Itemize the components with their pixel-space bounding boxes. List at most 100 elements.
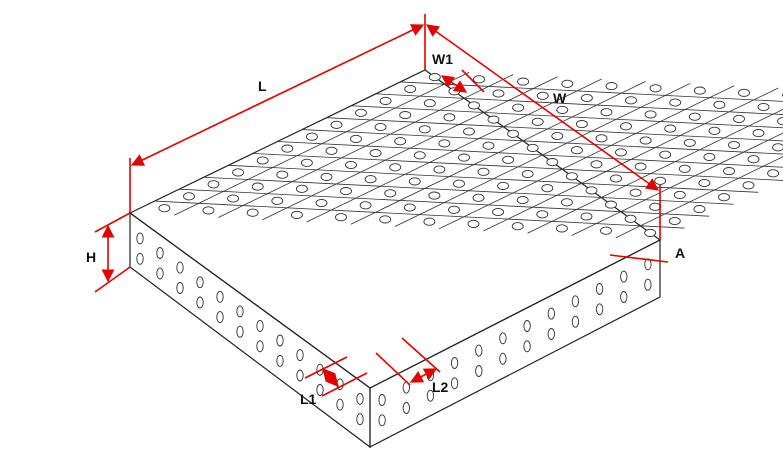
top-hole [536, 91, 549, 100]
side-hole [523, 320, 531, 332]
top-hole [659, 150, 672, 159]
side-hole [156, 247, 164, 259]
top-hole [468, 101, 480, 110]
top-hole [644, 110, 657, 119]
top-hole [477, 167, 490, 176]
extension-line-W1 [461, 69, 485, 93]
top-hole [413, 151, 426, 160]
top-hole [511, 222, 524, 231]
side-hole [595, 303, 604, 316]
top-hole [708, 126, 721, 135]
top-hole [555, 224, 568, 233]
grid-line [218, 74, 514, 218]
side-hole [499, 332, 507, 345]
top-hole [668, 216, 681, 226]
top-hole [713, 100, 726, 109]
side-hole [236, 305, 244, 318]
top-hole [733, 114, 745, 123]
top-hole [649, 202, 662, 211]
top-hole [369, 149, 382, 158]
top-hole [364, 175, 377, 184]
side-hole [276, 334, 284, 347]
top-hole [531, 117, 544, 126]
top-hole [639, 136, 652, 145]
side-hole [571, 295, 580, 308]
top-hole [345, 160, 357, 170]
top-hole [728, 140, 740, 150]
top-hole [624, 214, 637, 223]
top-hole [688, 112, 701, 121]
grid-line [394, 83, 691, 227]
top-hole [281, 144, 294, 153]
top-hole [595, 134, 608, 143]
top-hole [379, 96, 392, 105]
top-hole [408, 177, 421, 186]
top-hole [374, 122, 387, 132]
top-hole [305, 132, 318, 141]
dimension-line-L1 [322, 368, 339, 387]
top-hole [433, 165, 446, 174]
dimension-line-L [130, 24, 425, 166]
side-hole [426, 389, 435, 402]
top-hole [629, 188, 642, 197]
top-hole [251, 182, 264, 191]
top-hole [649, 84, 662, 93]
dimension-annotations: L W W1 H A L1 L2 [86, 14, 685, 407]
top-hole [742, 181, 755, 190]
top-hole [232, 168, 245, 177]
side-hole [475, 365, 483, 377]
extension-line-H-top [94, 212, 131, 233]
top-hole [404, 84, 417, 94]
side-hole [296, 349, 304, 362]
side-hole [499, 352, 507, 365]
label-L2: L2 [432, 379, 449, 395]
top-hole [590, 160, 603, 169]
side-hole [136, 232, 144, 245]
side-hole [256, 340, 264, 353]
top-hole [330, 120, 343, 129]
top-hole [438, 139, 451, 148]
top-hole [295, 184, 308, 193]
top-hole [669, 98, 682, 107]
top-hole [428, 73, 441, 82]
top-hole [276, 170, 289, 179]
top-hole [492, 89, 505, 98]
top-hole [384, 189, 397, 198]
top-hole [335, 213, 347, 222]
top-hole [512, 103, 525, 112]
side-hole [356, 413, 364, 426]
side-hole [450, 377, 459, 390]
side-hole [475, 344, 483, 357]
top-hole [683, 138, 696, 147]
side-holes [136, 232, 652, 427]
label-W: W [553, 90, 567, 106]
top-hole [423, 99, 436, 108]
top-hole [664, 124, 677, 133]
side-hole [136, 252, 144, 265]
side-hole [256, 319, 264, 332]
top-hole [605, 200, 617, 209]
top-hole [227, 194, 240, 203]
side-hole [236, 325, 244, 338]
top-hole [320, 172, 333, 181]
extension-line-L2-b [401, 337, 441, 373]
top-hole [757, 102, 770, 112]
top-hole [556, 105, 569, 114]
top-hole [772, 143, 783, 152]
top-hole [560, 198, 573, 207]
side-hole [620, 291, 628, 303]
top-hole [541, 184, 554, 193]
side-hole [450, 357, 459, 369]
top-hole [703, 152, 716, 161]
top-hole [752, 129, 765, 138]
side-hole [196, 276, 204, 289]
grid-line [350, 80, 647, 225]
side-hole [216, 290, 224, 303]
top-hole [767, 169, 780, 178]
side-hole [276, 354, 284, 367]
grid-line [615, 156, 783, 239]
side-hole [571, 315, 580, 328]
top-hole [207, 180, 220, 189]
